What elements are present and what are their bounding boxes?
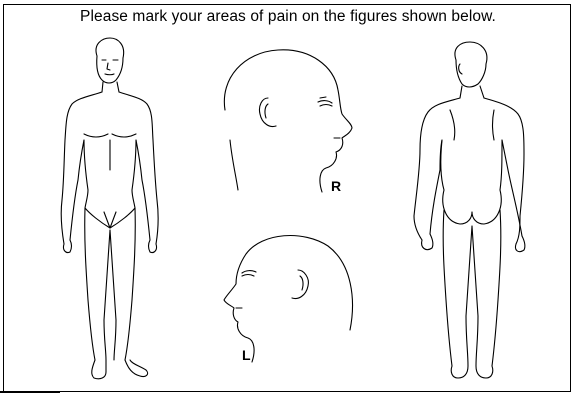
left-head-profile-figure[interactable] [224,236,352,362]
right-head-profile-figure[interactable] [224,50,352,192]
left-side-label: L [242,347,251,363]
right-side-label: R [331,178,341,194]
front-body-figure[interactable] [61,38,158,379]
back-body-figure[interactable] [414,42,525,378]
